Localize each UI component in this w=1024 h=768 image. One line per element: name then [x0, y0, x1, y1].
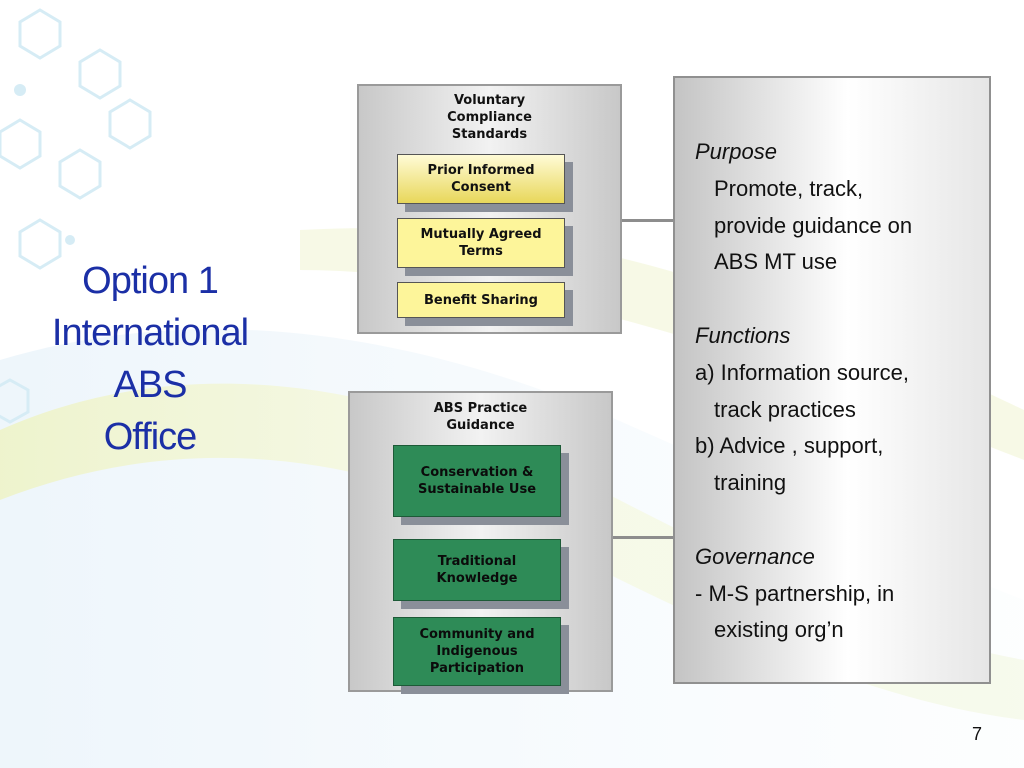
governance-heading: Governance [695, 543, 815, 569]
functions-heading: Functions [695, 322, 791, 348]
functions-line-1: a) Information source, [695, 359, 909, 385]
conservation-label: Conservation & Sustainable Use [417, 465, 537, 497]
title-line-2: International [51, 312, 249, 354]
governance-line-1: - M-S partnership, in [695, 580, 895, 606]
benefit-sharing-label: Benefit Sharing [424, 292, 538, 308]
connector-voluntary [620, 219, 675, 222]
office-description-text: Purpose Promote, track, provide guidance… [695, 134, 912, 649]
office-description-panel: Purpose Promote, track, provide guidance… [673, 76, 991, 684]
governance-line-2: existing org’n [714, 617, 844, 643]
traditional-knowledge-box: Traditional Knowledge [393, 539, 561, 601]
functions-line-4: training [714, 470, 787, 496]
benefit-sharing-box: Benefit Sharing [397, 282, 565, 318]
abs-practice-panel: ABS Practice Guidance Conservation & Sus… [348, 391, 613, 694]
abs-practice-heading: ABS Practice Guidance [433, 401, 528, 433]
purpose-line-1: Promote, track, [714, 175, 864, 201]
title-line-3: ABS [113, 364, 187, 406]
community-participation-label: Community and Indigenous Participation [419, 627, 535, 676]
prior-informed-consent-box: Prior Informed Consent [397, 154, 565, 204]
voluntary-compliance-heading: Voluntary Compliance Standards [447, 93, 532, 142]
mutually-agreed-terms-box: Mutually Agreed Terms [397, 218, 565, 268]
connector-practice [612, 536, 675, 539]
purpose-heading: Purpose [695, 139, 777, 164]
voluntary-compliance-panel: Voluntary Compliance Standards Prior Inf… [357, 84, 622, 334]
functions-line-2: track practices [714, 396, 856, 422]
prior-informed-consent-label: Prior Informed Consent [427, 163, 535, 195]
title-line-4: Office [103, 416, 198, 458]
purpose-line-2: provide guidance on [714, 212, 913, 238]
purpose-line-3: ABS MT use [714, 249, 838, 275]
functions-line-3: b) Advice , support, [695, 433, 884, 459]
slide-title: Option 1 International ABS Office [20, 255, 280, 463]
conservation-box: Conservation & Sustainable Use [393, 445, 561, 517]
community-participation-box: Community and Indigenous Participation [393, 617, 561, 686]
mutually-agreed-terms-label: Mutually Agreed Terms [420, 227, 542, 259]
title-line-1: Option 1 [82, 260, 219, 302]
page-number: 7 [972, 724, 983, 744]
traditional-knowledge-label: Traditional Knowledge [436, 554, 518, 586]
